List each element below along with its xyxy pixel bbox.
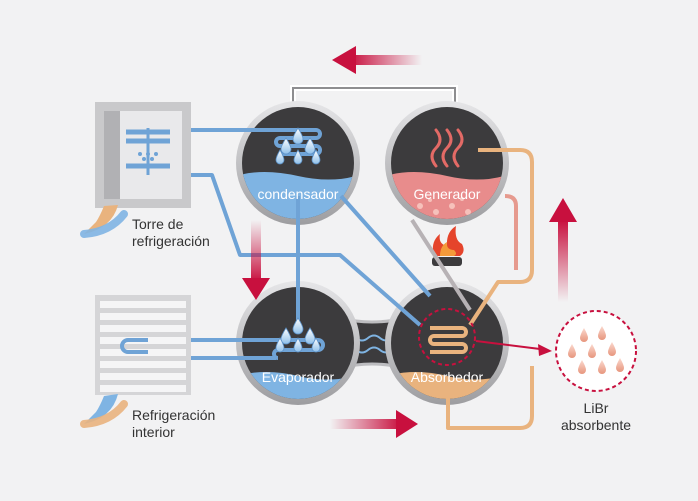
- indoor-cooling-label-line1: Refrigeración: [132, 407, 216, 423]
- indoor-cooling-label-line2: interior: [132, 424, 175, 440]
- arrow-left-icon: [332, 46, 422, 74]
- absorber-coil: [428, 326, 468, 354]
- libr-absorbent-icon: [555, 310, 637, 392]
- arrow-up-icon: [549, 198, 577, 302]
- absorber-label: Absorbedor: [410, 369, 484, 385]
- return-pipe-gray: [410, 218, 472, 312]
- indoor-airflow-icon: [84, 394, 118, 424]
- heat-waves-icon: [430, 128, 464, 168]
- libr-label: LiBr absorbente: [548, 400, 644, 434]
- cooling-tower-label-line2: refrigeración: [132, 233, 210, 249]
- libr-pointer-arrow: [475, 340, 552, 356]
- cooling-tower-airflow-icon: [84, 205, 118, 234]
- solution-pipes: [446, 148, 534, 430]
- cooling-tower-label-line1: Torre de: [132, 216, 184, 232]
- evaporator-label: Evaporador: [261, 369, 335, 385]
- indoor-cooling-label: Refrigeración interior: [132, 407, 215, 441]
- arrow-down-icon: [242, 220, 270, 300]
- generator-vessel: [385, 101, 509, 225]
- generator-label: Generador: [413, 186, 481, 202]
- condenser-label: condensador: [257, 186, 339, 202]
- libr-label-line2: absorbente: [560, 417, 632, 433]
- condenser-coil: [274, 128, 322, 156]
- cooling-tower-icon: [95, 102, 191, 208]
- cooling-tower-label: Torre de refrigeración: [132, 216, 210, 250]
- libr-label-line1: LiBr: [583, 400, 609, 416]
- rich-solution-pipe: [504, 194, 518, 270]
- water-drops-icon: [275, 127, 321, 165]
- indoor-unit-icon: [95, 295, 191, 395]
- water-drops-icon: [275, 317, 321, 353]
- absorber-focus-ring: [418, 308, 476, 366]
- arrow-right-icon: [330, 410, 418, 438]
